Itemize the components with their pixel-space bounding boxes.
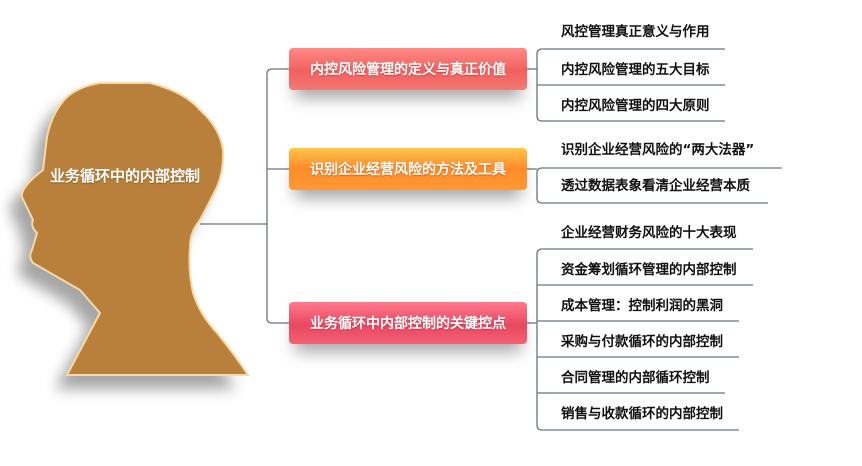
subtopic[interactable]: 企业经营财务风险的十大表现 <box>561 225 737 241</box>
subtopic[interactable]: 销售与收款循环的内部控制 <box>561 406 723 422</box>
topic-risk-definition[interactable]: 内控风险管理的定义与真正价值 <box>289 48 527 90</box>
subtopic[interactable]: 识别企业经营风险的“两大法器” <box>561 142 755 158</box>
subtopic[interactable]: 资金筹划循环管理的内部控制 <box>561 262 737 278</box>
subtopic[interactable]: 透过数据表象看清企业经营本质 <box>561 178 750 194</box>
topic-risk-identification[interactable]: 识别企业经营风险的方法及工具 <box>289 148 527 190</box>
head-shape <box>9 82 250 389</box>
subtopic[interactable]: 内控风险管理的五大目标 <box>561 62 710 78</box>
subtopic[interactable]: 风控管理真正意义与作用 <box>561 24 710 40</box>
subtopic[interactable]: 采购与付款循环的内部控制 <box>561 334 723 350</box>
topic-key-control-points[interactable]: 业务循环中内部控制的关键控点 <box>289 302 527 344</box>
subtopic[interactable]: 合同管理的内部循环控制 <box>561 370 710 386</box>
subtopic[interactable]: 内控风险管理的四大原则 <box>561 98 710 114</box>
central-topic[interactable]: 业务循环中的内部控制 <box>50 167 201 185</box>
connectors <box>200 48 782 431</box>
subtopic[interactable]: 成本管理：控制利润的黑洞 <box>561 298 723 314</box>
